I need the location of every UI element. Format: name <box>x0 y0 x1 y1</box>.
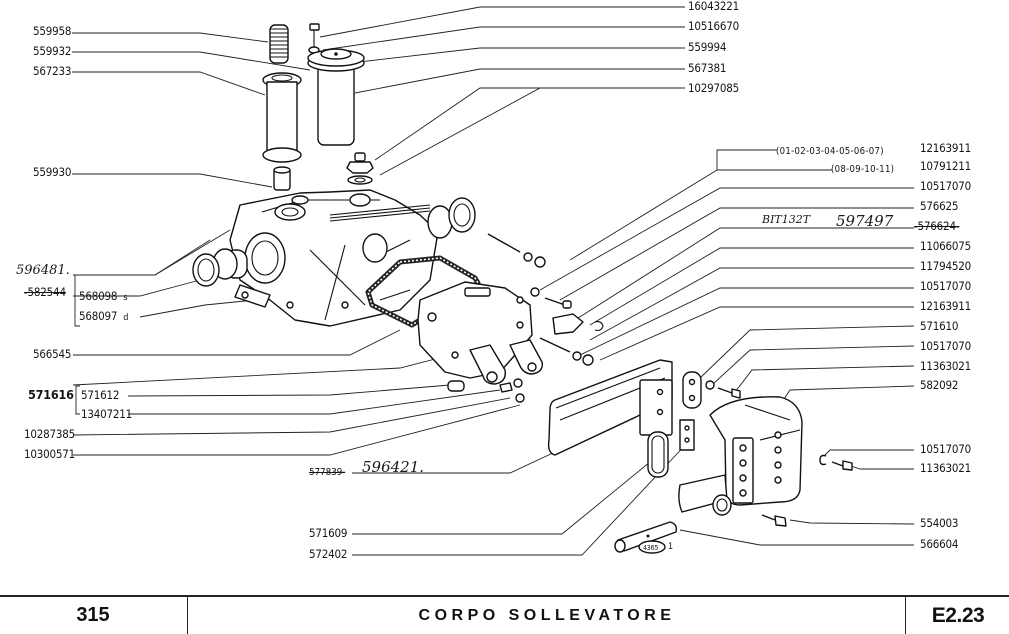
handwritten-note-597497: 597497 <box>836 212 894 230</box>
fittings-part <box>447 378 525 403</box>
bracket-582544 <box>74 274 80 327</box>
leader-lines-top-right <box>319 6 685 176</box>
leader-13407211 <box>128 389 501 415</box>
bush-part <box>273 166 291 191</box>
bracket-571616 <box>75 385 80 415</box>
pin-part <box>614 521 678 553</box>
part-label-554003: 554003 <box>920 516 959 530</box>
part-label-566545: 566545 <box>33 347 72 361</box>
leader-10300571 <box>73 404 521 456</box>
part-label-572402: 572402 <box>309 547 348 561</box>
leader-566545 <box>73 329 401 356</box>
part-label-577839: 577839- <box>309 467 346 478</box>
page-number: 315 <box>76 604 110 626</box>
part-label-559994: 559994 <box>688 40 727 54</box>
parts-diagram: 559958 559932 567233 559930 596481. -582… <box>16 0 972 561</box>
group-label-571616: 571616 <box>28 387 74 402</box>
leader-559958 <box>72 32 269 43</box>
oval-tag-shape <box>638 540 666 554</box>
leader-10287385 <box>72 397 511 436</box>
oval-tag-suffix: 1 <box>668 542 673 552</box>
diagram-drawing <box>72 6 915 556</box>
part-label-10516670: 10516670 <box>688 19 740 33</box>
leader-lines-bottom <box>352 439 691 556</box>
variant-note-b: (08-09-10-11) <box>831 164 895 175</box>
part-label-12163911-a: 12163911 <box>920 141 972 155</box>
stud-bolts-part <box>487 233 604 366</box>
part-label-11363021-b: 11363021 <box>920 461 972 475</box>
part-label-10791211: 10791211 <box>920 159 972 173</box>
part-label-10287385: 10287385 <box>24 427 76 441</box>
group-brackets <box>74 239 211 415</box>
bolt-554003-part <box>761 514 787 527</box>
leader-571612 <box>127 384 451 397</box>
variant-note-a: (01-02-03-04-05-06-07) <box>776 146 884 157</box>
washer-bolt-part-a <box>705 380 741 399</box>
leader-568097 <box>139 299 256 318</box>
part-label-10297085: 10297085 <box>688 81 740 95</box>
bolt-part <box>308 23 320 54</box>
part-label-567233: 567233 <box>33 64 72 78</box>
part-label-10517070-c: 10517070 <box>920 339 972 353</box>
leader-559932 <box>72 51 311 71</box>
part-label-11363021-a: 11363021 <box>920 359 972 373</box>
part-label-12163911-b: 12163911 <box>920 299 972 313</box>
part-label-10517070-a: 10517070 <box>920 179 972 193</box>
section-code: E2.23 <box>905 597 1009 634</box>
part-label-571610: 571610 <box>920 319 959 333</box>
part-label-576625: 576625 <box>920 199 959 213</box>
part-label-582092: 582092 <box>920 378 959 392</box>
cylinder-part <box>307 48 365 146</box>
lower-link-bracket-part <box>547 359 673 456</box>
part-label-559932: 559932 <box>33 44 72 58</box>
handwritten-note-bit132t: BIT132T <box>762 213 811 226</box>
part-label-10517070-b: 10517070 <box>920 279 972 293</box>
washer-bolt-part-b <box>819 454 853 471</box>
part-label-10517070-d: 10517070 <box>920 442 972 456</box>
part-label-566604: 566604 <box>920 537 959 551</box>
page-footer: 315 CORPO SOLLEVATORE E2.23 <box>0 595 1009 634</box>
part-label-11066075: 11066075 <box>920 239 972 253</box>
part-label-16043221: 16043221 <box>688 0 740 13</box>
part-label-559930: 559930 <box>33 165 72 179</box>
part-label-567381: 567381 <box>688 61 727 75</box>
lift-housing-part <box>192 189 476 327</box>
part-label-11794520: 11794520 <box>920 259 972 273</box>
part-label-13407211: 13407211 <box>81 407 133 421</box>
leader-559930 <box>72 173 273 188</box>
oval-tag-label: 4365 <box>643 544 659 552</box>
leader-568098-b <box>73 279 201 297</box>
group-label-582544: -582544 <box>24 285 66 299</box>
cylinder-sleeve-part <box>262 72 302 163</box>
handwritten-note-596481: 596481. <box>16 263 70 278</box>
hitch-bracket-part <box>678 396 803 516</box>
leader-567233 <box>72 71 266 96</box>
link-plates-part <box>647 371 702 478</box>
cover-plate-part <box>417 281 543 385</box>
page-title: CORPO SOLLEVATORE <box>187 597 906 634</box>
part-label-571609: 571609 <box>309 526 348 540</box>
part-label-10300571: 10300571 <box>24 447 76 461</box>
valve-part <box>346 152 374 185</box>
handwritten-note-596421: 596421. <box>362 458 425 476</box>
part-label-576624: -576624- <box>914 219 960 233</box>
part-label-571612: 571612 <box>81 388 120 402</box>
part-label-559958: 559958 <box>33 24 72 38</box>
spring-part <box>269 24 289 64</box>
